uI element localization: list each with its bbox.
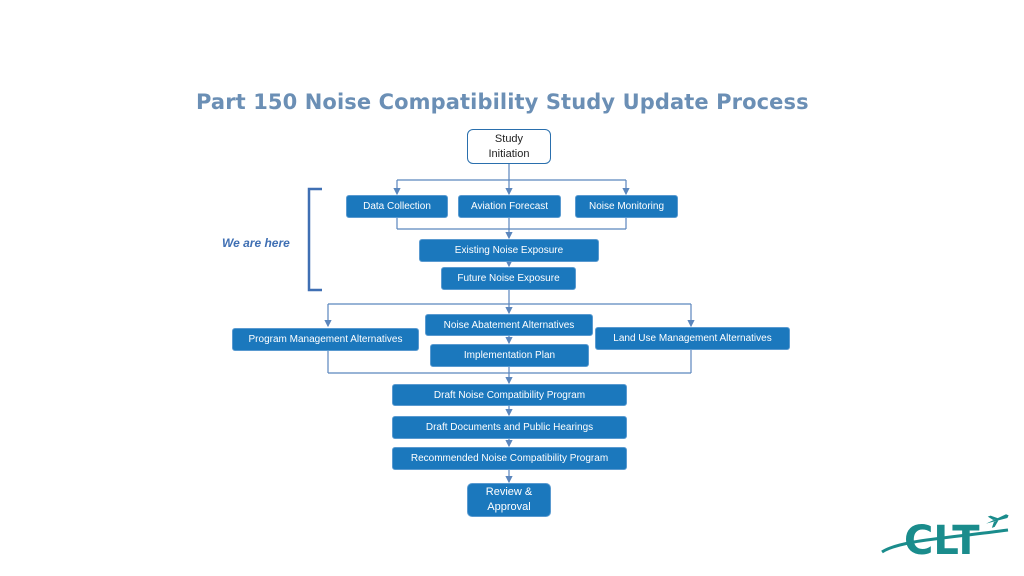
- node-implementation-plan: Implementation Plan: [430, 344, 589, 367]
- page-title: Part 150 Noise Compatibility Study Updat…: [196, 90, 809, 114]
- node-noise-monitoring: Noise Monitoring: [575, 195, 678, 218]
- clt-logo: CLT: [880, 508, 1010, 569]
- node-future-noise-exposure: Future Noise Exposure: [441, 267, 576, 290]
- node-land-use-management-alternatives: Land Use Management Alternatives: [595, 327, 790, 350]
- airplane-icon: [986, 514, 1009, 528]
- node-draft-noise-compatibility-program: Draft Noise Compatibility Program: [392, 384, 627, 406]
- node-study-initiation: Study Initiation: [467, 129, 551, 164]
- node-draft-documents-public-hearings: Draft Documents and Public Hearings: [392, 416, 627, 439]
- node-recommended-noise-compatibility-program: Recommended Noise Compatibility Program: [392, 447, 627, 470]
- node-data-collection: Data Collection: [346, 195, 448, 218]
- review-approval-label: Review & Approval: [485, 486, 533, 513]
- node-existing-noise-exposure: Existing Noise Exposure: [419, 239, 599, 262]
- study-initiation-label: Study Initiation: [488, 132, 530, 160]
- node-aviation-forecast: Aviation Forecast: [458, 195, 561, 218]
- node-noise-abatement-alternatives: Noise Abatement Alternatives: [425, 314, 593, 336]
- node-review-approval: Review & Approval: [467, 483, 551, 517]
- node-program-management-alternatives: Program Management Alternatives: [232, 328, 419, 351]
- we-are-here-label: We are here: [222, 236, 290, 250]
- logo-text: CLT: [904, 518, 980, 564]
